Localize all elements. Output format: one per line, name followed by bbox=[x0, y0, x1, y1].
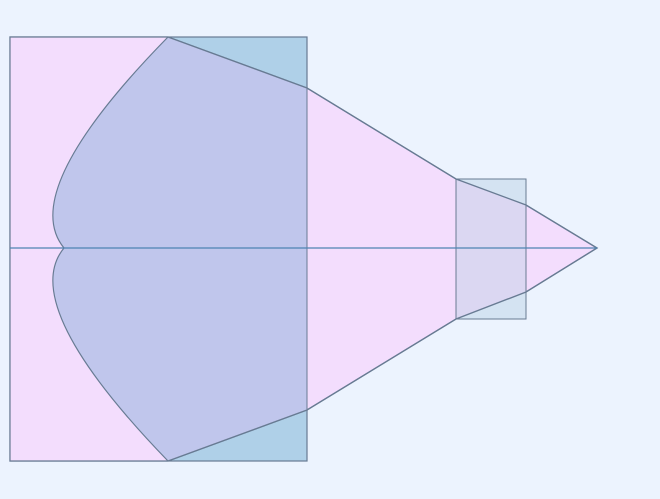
overlap-region-small bbox=[456, 179, 526, 319]
overlap-region-large bbox=[52, 37, 307, 461]
